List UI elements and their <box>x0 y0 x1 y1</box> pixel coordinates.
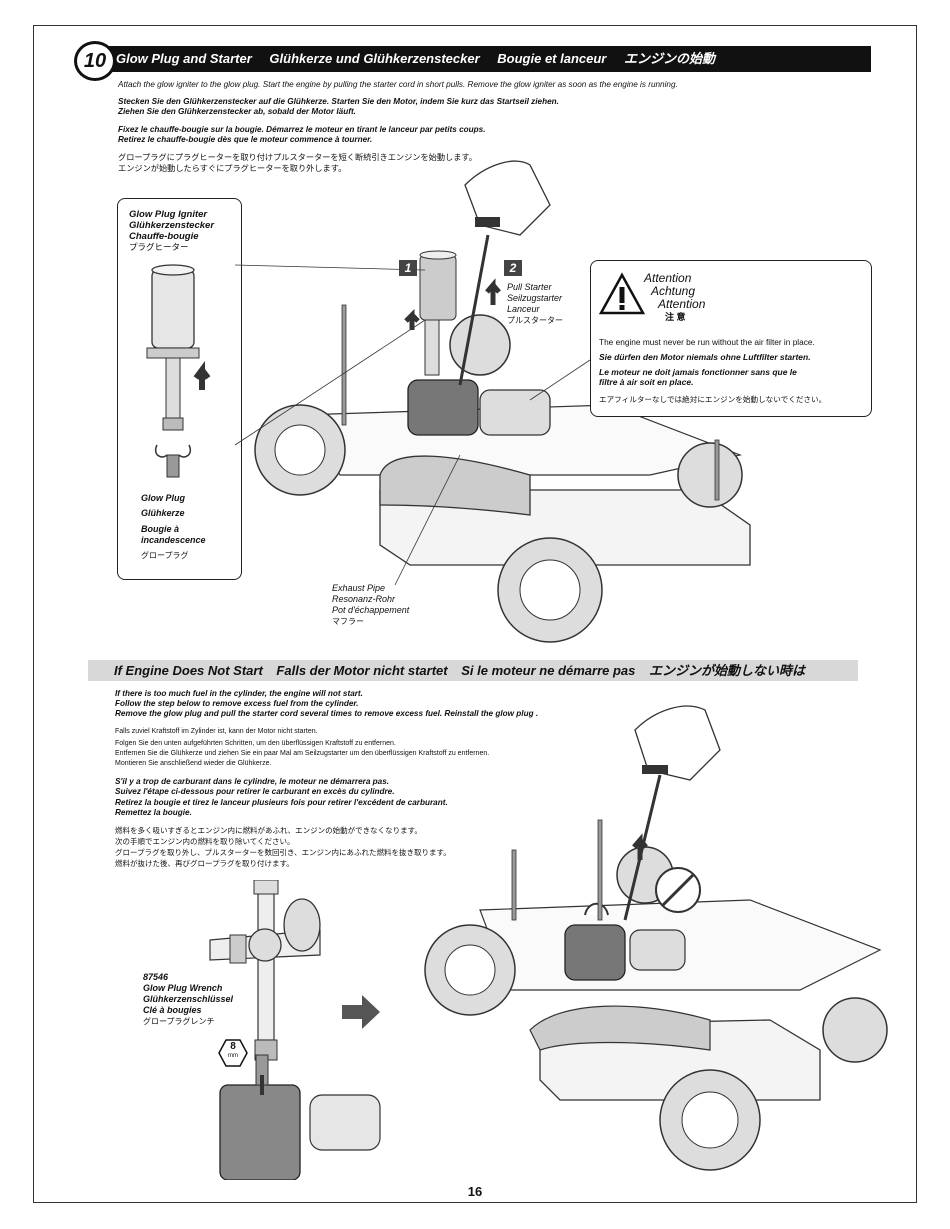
step-number: 10 <box>74 41 116 81</box>
igniter-label-de: Glühkerzenstecker <box>129 220 215 231</box>
attention-text-ja: エアフィルターなしでは絶対にエンジンを始動しないでください。 <box>599 395 827 404</box>
car-engine-illustration <box>234 160 751 643</box>
section2-ja-1: 燃料を多く吸いすぎるとエンジン内に燃料があふれ、エンジンの始動ができなくなります… <box>115 826 422 835</box>
wrench-label-de: Glühkerzenschlüssel <box>143 994 234 1004</box>
instruction-ja-2: エンジンが始動したらすぐにプラグヒーターを取り外します。 <box>118 164 347 173</box>
step-title-de: Glühkerze und Glühkerzenstecker <box>269 51 480 66</box>
attention-text-fr-1: Le moteur ne doit jamais fonctionner san… <box>599 367 797 377</box>
plug-label-fr-1: Bougie à <box>141 524 180 534</box>
section2-title-en: If Engine Does Not Start <box>114 663 263 678</box>
section2-title-de: Falls der Motor nicht startet <box>276 663 448 678</box>
section2-header: If Engine Does Not Start Falls der Motor… <box>88 660 858 681</box>
plug-label-en: Glow Plug <box>141 493 185 503</box>
igniter-illustration <box>146 264 211 478</box>
section2-de-2: Folgen Sie den unten aufgeführten Schrit… <box>115 740 396 747</box>
attention-box <box>590 260 872 417</box>
section2-title-ja: エンジンが始動しない時は <box>649 663 806 678</box>
attention-title-de: Achtung <box>651 284 696 298</box>
section2-en-2: Follow the step below to remove excess f… <box>115 699 359 708</box>
attention-text-en: The engine must never be run without the… <box>599 337 815 347</box>
step-badge-1: 1 <box>399 260 417 276</box>
wrench-label-fr: Clé à bougies <box>143 1005 202 1015</box>
section2-fr-4: Remettez la bougie. <box>115 808 192 817</box>
plug-label-de: Glühkerze <box>141 508 185 518</box>
section2-en-3: Remove the glow plug and pull the starte… <box>115 709 539 718</box>
section2-ja-2: 次の手順でエンジン内の燃料を取り除いてください。 <box>115 837 295 846</box>
igniter-label-fr: Chauffe-bougie <box>129 231 199 242</box>
attention-title-en: Attention <box>644 271 692 285</box>
wrench-size: 8 <box>230 1041 236 1052</box>
section2-ja-4: 燃料が抜けた後、再びグロープラグを取り付けます。 <box>115 859 294 868</box>
step-header: Glow Plug and Starter Glühkerze und Glüh… <box>88 46 871 72</box>
next-step-arrow-icon <box>342 995 380 1029</box>
exhaust-label-en: Exhaust Pipe <box>332 583 386 593</box>
igniter-label-ja: プラグヒーター <box>129 242 189 252</box>
exhaust-label-de: Resonanz-Rohr <box>332 594 396 604</box>
section2-ja-3: グロープラグを取り外し、プルスターターを数回引き、エンジン内にあふれた燃料を抜き… <box>115 848 451 857</box>
attention-text-de: Sie dürfen den Motor niemals ohne Luftfi… <box>599 352 811 362</box>
section2-en-1: If there is too much fuel in the cylinde… <box>115 689 363 698</box>
instruction-en: Attach the glow igniter to the glow plug… <box>118 80 678 89</box>
section2-title-fr: Si le moteur ne démarre pas <box>461 663 636 678</box>
instruction-de-1: Stecken Sie den Glühkerzenstecker auf di… <box>118 97 559 106</box>
wrench-size-unit: mm <box>228 1053 238 1059</box>
section2-fr-3: Retirez la bougie et tirez le lanceur pl… <box>115 798 448 807</box>
instruction-de-2: Ziehen Sie den Glühkerzenstecker ab, sob… <box>118 107 356 116</box>
instruction-fr-1: Fixez le chauffe-bougie sur la bougie. D… <box>118 125 486 134</box>
pull-starter-fr: Lanceur <box>507 304 540 314</box>
instruction-fr-2: Retirez le chauffe-bougie dès que le mot… <box>118 135 373 144</box>
step-title-fr: Bougie et lanceur <box>497 51 607 66</box>
section2-de-4: Montieren Sie anschließend wieder die Gl… <box>115 760 272 767</box>
attention-title-ja: 注 意 <box>665 312 686 322</box>
car-plug-removed-illustration <box>424 705 888 1171</box>
hex-size-icon <box>218 1039 248 1067</box>
exhaust-label-ja: マフラー <box>332 617 364 626</box>
section2-fr-1: S'il y a trop de carburant dans le cylin… <box>115 777 390 786</box>
page-number: 16 <box>467 1184 483 1199</box>
pull-starter-de: Seilzugstarter <box>507 293 563 303</box>
page-frame <box>33 25 917 1203</box>
igniter-label-en: Glow Plug Igniter <box>129 209 208 220</box>
pull-starter-ja: プルスターター <box>507 316 563 325</box>
step-badge-2: 2 <box>504 260 522 276</box>
exhaust-label-fr: Pot d'échappement <box>332 605 410 615</box>
pull-starter-en: Pull Starter <box>507 282 552 292</box>
warning-icon <box>598 272 646 315</box>
plug-label-ja: グロープラグ <box>141 551 189 560</box>
wrench-label-en: Glow Plug Wrench <box>143 983 223 993</box>
step-title-en: Glow Plug and Starter <box>116 51 252 66</box>
section2-fr-2: Suivez l'étape ci-dessous pour retirer l… <box>115 787 395 796</box>
wrench-part-number: 87546 <box>143 972 169 982</box>
plug-label-fr-2: incandescence <box>141 535 206 545</box>
step-title-ja: エンジンの始動 <box>623 51 715 66</box>
attention-text-fr-2: filtre à air soit en place. <box>599 377 694 387</box>
instruction-ja-1: グロープラグにプラグヒーターを取り付けプルスターターを短く断続引きエンジンを始動… <box>118 153 477 162</box>
section2-de-3: Entfernen Sie die Glühkerze und ziehen S… <box>115 750 490 757</box>
attention-title-fr: Attention <box>658 297 706 311</box>
wrench-label-ja: グロープラグレンチ <box>143 1017 215 1026</box>
section2-de-1: Falls zuviel Kraftstoff im Zylinder ist,… <box>115 728 318 735</box>
glow-plug-wrench-illustration <box>209 880 381 1180</box>
